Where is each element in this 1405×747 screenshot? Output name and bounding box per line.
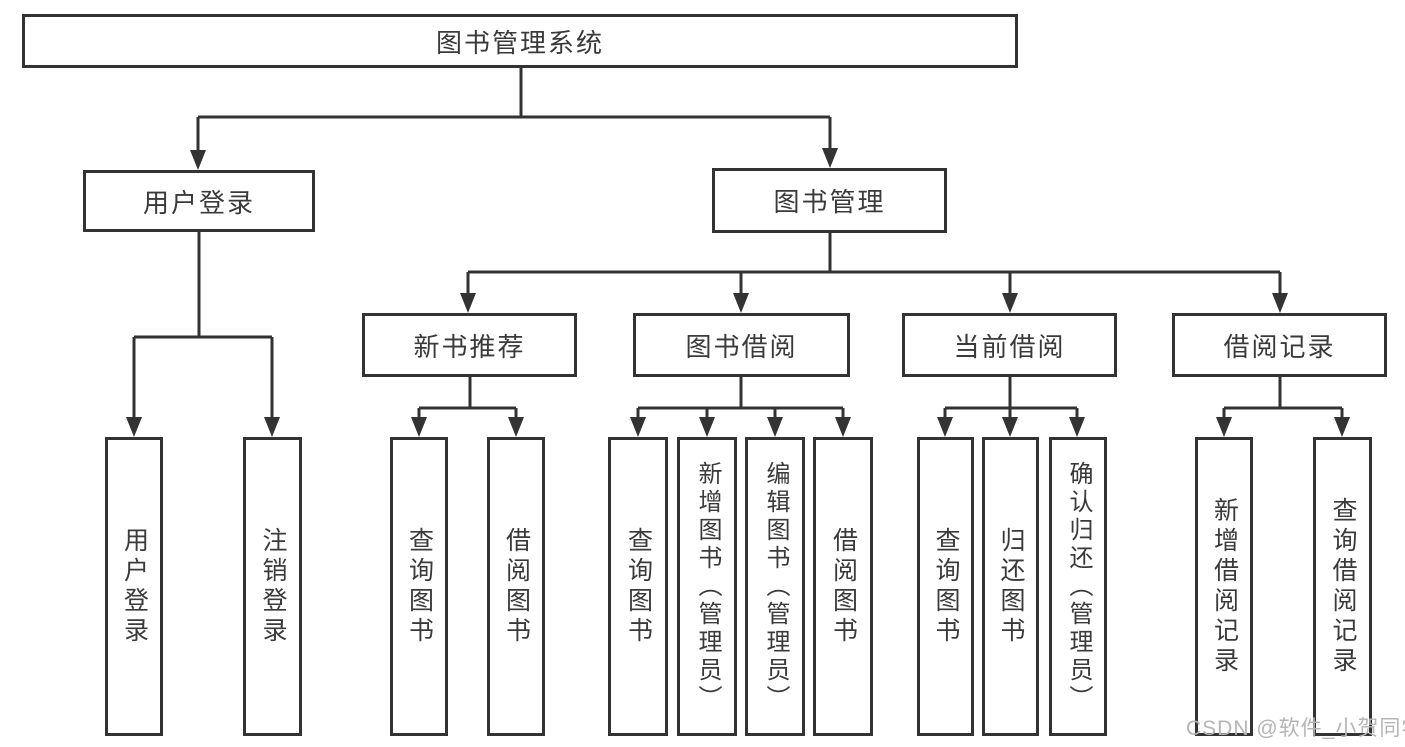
node-book-management-label: 图书管理 — [773, 187, 886, 217]
node-book-management: 图书管理 — [712, 168, 947, 233]
leaf-records-add-record-label: 新增借阅记录 — [1210, 496, 1239, 677]
leaf-borrow-query-books-label: 查询图书 — [624, 526, 653, 647]
node-root: 图书管理系统 — [22, 14, 1018, 68]
leaf-records-query-record-label: 查询借阅记录 — [1329, 496, 1357, 677]
leaf-borrow-edit-book-admin-label: 编辑图书（管理员） — [762, 460, 789, 713]
arrowhead-icon — [699, 417, 715, 437]
leaf-borrow-add-book-admin: 新增图书（管理员） — [677, 437, 737, 736]
leaf-borrow-borrow-books-label: 借阅图书 — [829, 526, 858, 647]
leaf-logout: 注销登录 — [243, 437, 302, 736]
leaf-borrow-add-book-admin-label: 新增图书（管理员） — [694, 460, 721, 713]
node-user-login: 用户登录 — [83, 170, 315, 232]
arrowhead-icon — [126, 417, 142, 437]
leaf-borrow-edit-book-admin: 编辑图书（管理员） — [745, 437, 805, 736]
node-book-borrow-label: 图书借阅 — [685, 331, 798, 362]
leaf-borrow-borrow-books: 借阅图书 — [813, 437, 873, 736]
leaf-records-add-record: 新增借阅记录 — [1195, 437, 1253, 736]
node-new-book-recommend-label: 新书推荐 — [413, 331, 526, 362]
node-current-borrow-label: 当前借阅 — [953, 331, 1066, 362]
arrowhead-icon — [822, 148, 838, 168]
leaf-current-return-books-label: 归还图书 — [997, 526, 1025, 647]
node-book-borrow: 图书借阅 — [633, 313, 850, 377]
arrowhead-icon — [733, 293, 749, 313]
arrowhead-icon — [264, 417, 280, 437]
leaf-current-return-books: 归还图书 — [982, 437, 1039, 736]
leaf-newbook-query-books-label: 查询图书 — [405, 526, 434, 647]
arrowhead-icon — [630, 417, 646, 437]
leaf-borrow-query-books: 查询图书 — [608, 437, 668, 736]
leaf-user-login-label: 用户登录 — [120, 526, 149, 647]
leaf-current-confirm-return-admin-label: 确认归还（管理员） — [1065, 460, 1092, 713]
arrowhead-icon — [411, 417, 427, 437]
leaf-logout-label: 注销登录 — [259, 526, 287, 647]
leaf-current-confirm-return-admin: 确认归还（管理员） — [1049, 437, 1107, 736]
arrowhead-icon — [1002, 417, 1018, 437]
node-borrow-records-label: 借阅记录 — [1223, 331, 1336, 362]
node-user-login-label: 用户登录 — [142, 187, 255, 218]
leaf-newbook-borrow-books: 借阅图书 — [487, 437, 545, 736]
node-borrow-records: 借阅记录 — [1172, 313, 1387, 377]
arrowhead-icon — [937, 417, 953, 437]
leaf-current-query-books-label: 查询图书 — [932, 526, 960, 647]
arrowhead-icon — [767, 417, 783, 437]
arrowhead-icon — [1002, 293, 1018, 313]
arrowhead-icon — [508, 417, 524, 437]
arrowhead-icon — [835, 417, 851, 437]
arrowhead-icon — [1334, 417, 1350, 437]
arrowhead-icon — [1216, 417, 1232, 437]
leaf-current-query-books: 查询图书 — [917, 437, 974, 736]
leaf-newbook-borrow-books-label: 借阅图书 — [502, 526, 531, 647]
leaf-newbook-query-books: 查询图书 — [390, 437, 448, 736]
arrowhead-icon — [460, 293, 476, 313]
arrowhead-icon — [1272, 293, 1288, 313]
leaf-user-login: 用户登录 — [105, 437, 163, 736]
leaf-records-query-record: 查询借阅记录 — [1313, 437, 1372, 736]
arrowhead-icon — [1069, 417, 1085, 437]
csdn-watermark: CSDN @软件_小贺同学 — [1186, 717, 1405, 740]
connector-paths — [132, 68, 1344, 419]
node-current-borrow: 当前借阅 — [902, 313, 1117, 377]
node-root-label: 图书管理系统 — [435, 27, 604, 58]
arrowhead-icon — [190, 150, 206, 170]
node-new-book-recommend: 新书推荐 — [362, 313, 577, 377]
